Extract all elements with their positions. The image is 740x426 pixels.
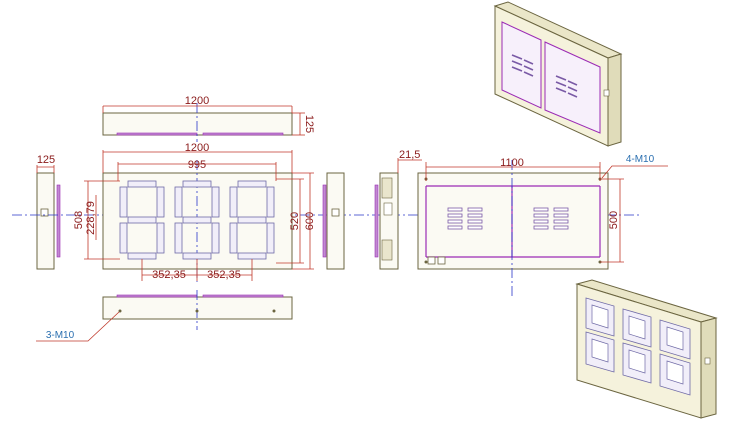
bottom-view: 3-M10 [36,290,293,342]
top-view: 1200 125 [102,95,315,142]
isometric-front-view [575,279,718,419]
dim-front-width: 1200 [185,142,209,154]
digit-3 [229,180,275,260]
vent-left [447,207,483,230]
dim-top-depth: 125 [303,115,315,133]
callout-back-bolts: 4-M10 [626,154,655,165]
dim-height-600: 600 [304,212,316,230]
digit-1 [119,180,165,260]
dim-height-520: 520 [289,212,301,230]
dim-back-height: 500 [608,211,620,229]
dim-digit-span: 995 [188,159,206,171]
dim-side-offset: 21,5 [399,149,420,161]
isometric-back-view [493,1,623,147]
back-view: 1100 500 4-M10 [417,154,668,296]
dim-side-depth: 125 [37,154,55,166]
dim-inner-height: 508 [73,211,85,229]
vent-right [533,207,569,230]
dim-pitch-1: 352,35 [152,269,186,281]
dim-back-width: 1100 [500,157,524,169]
dim-digit-pitch-v: 228,79 [85,201,97,235]
left-side-view: 125 [36,154,61,270]
right-side-view [322,172,345,270]
front-view: 1200 995 [73,142,316,282]
dim-top-width: 1200 [185,95,209,107]
dim-pitch-2: 352,35 [207,269,241,281]
section-view: 21,5 [374,149,422,270]
callout-bottom-bolts: 3-M10 [46,330,75,341]
